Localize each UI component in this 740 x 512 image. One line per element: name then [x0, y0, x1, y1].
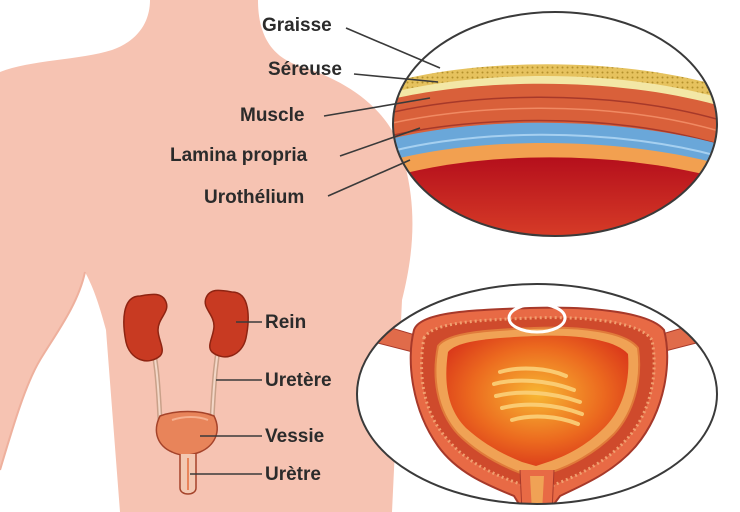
- bladder: [155, 410, 218, 456]
- bladder-lumen-section: [446, 335, 629, 466]
- label-graisse: Graisse: [262, 15, 332, 36]
- label-muscle: Muscle: [240, 105, 305, 126]
- label-sereuse: Séreuse: [268, 59, 342, 80]
- body-silhouette: [0, 0, 413, 512]
- leader-lines: [190, 27, 441, 475]
- label-rein: Rein: [265, 312, 307, 333]
- label-uretre: Urètre: [265, 464, 321, 485]
- urinary-tract: [123, 289, 249, 495]
- label-uretere: Uretère: [265, 370, 332, 391]
- label-lamina-propria: Lamina propria: [170, 145, 308, 166]
- label-vessie: Vessie: [265, 426, 325, 447]
- kidney-left: [123, 293, 168, 362]
- urothelium-layer: [393, 143, 717, 196]
- fat-layer: [393, 64, 717, 112]
- label-urothelium: Urothélium: [204, 187, 305, 208]
- lamina-propria-layer: [393, 122, 717, 178]
- wall-highlight-circle: [507, 302, 567, 334]
- kidney-right: [204, 289, 249, 358]
- serosa-layer: [393, 76, 717, 118]
- bladder-lumen: [393, 157, 717, 236]
